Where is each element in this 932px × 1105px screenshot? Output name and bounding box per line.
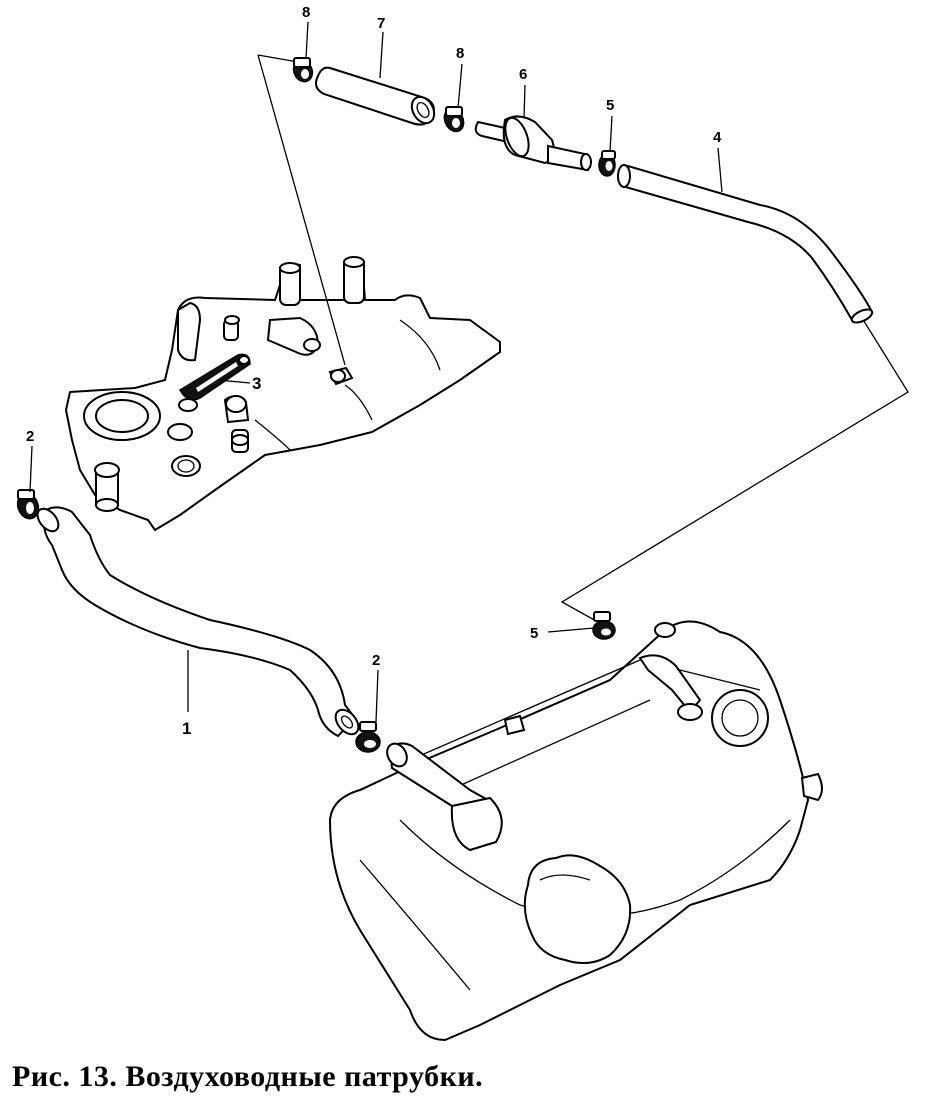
callout-6: 6 [519,66,527,83]
callout-5-top: 5 [606,97,614,114]
callout-1: 1 [182,719,191,738]
clamp-2-left [16,489,40,520]
callout-labels: 8 7 8 6 5 4 3 2 1 2 5 [26,4,722,738]
callout-leaders [29,21,723,723]
clamp-5-top [598,150,616,177]
hose-4 [617,164,874,324]
clamp-8-left [292,57,314,83]
callout-8-right: 8 [456,45,464,62]
hose-1 [36,506,360,738]
figure-caption: Рис. 13. Воздуховодные патрубки. [12,1060,484,1093]
callout-5-bottom: 5 [530,625,538,642]
clamp-5-bottom [592,611,616,640]
clamp-2-bottom [355,721,381,753]
bracket-3 [178,353,251,401]
intake-manifold [65,256,501,531]
callout-4: 4 [713,129,722,146]
connection-lines [257,54,909,623]
callout-8-left: 8 [302,4,310,21]
hose-7 [315,66,436,126]
valve-cover [328,620,823,1042]
callout-3: 3 [252,374,261,393]
callout-2-bottom: 2 [372,652,380,669]
callout-2-left: 2 [26,428,34,445]
clamp-8-right [443,106,465,133]
callout-7: 7 [377,15,385,32]
valve-6 [474,115,592,172]
